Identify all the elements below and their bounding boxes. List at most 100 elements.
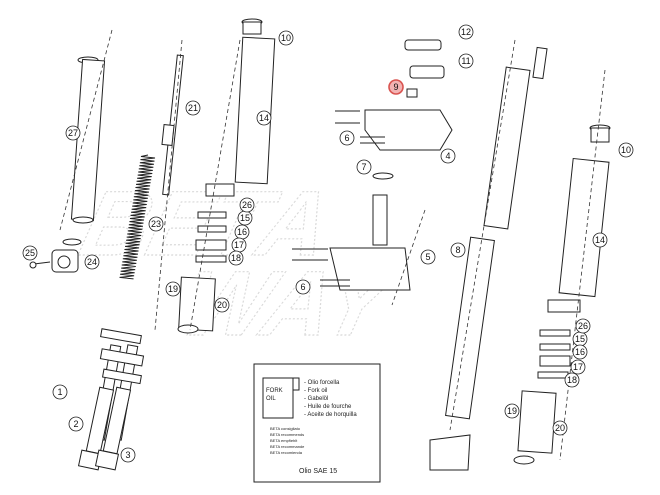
callout-label: 19 <box>507 406 517 416</box>
callout-circle <box>148 216 164 232</box>
callout-circle <box>575 318 591 334</box>
callout-label: 4 <box>445 151 450 161</box>
top-clamp-group <box>335 39 453 151</box>
callout-circle <box>278 30 294 46</box>
bracket-lines <box>59 29 606 461</box>
callout-26[interactable]: 26 <box>575 318 591 334</box>
callout-19[interactable]: 19 <box>504 403 520 419</box>
callout-24[interactable]: 24 <box>84 254 100 270</box>
oil-small-2: BETA recommends <box>270 432 304 437</box>
callout-11[interactable]: 11 <box>458 53 474 69</box>
callout-label: 20 <box>555 423 565 433</box>
callout-12[interactable]: 12 <box>458 24 474 40</box>
callout-21[interactable]: 21 <box>185 100 201 116</box>
callout-label: 7 <box>361 162 366 172</box>
oil-small-1: BETA consigliato <box>270 426 301 431</box>
callout-23[interactable]: 23 <box>148 216 164 232</box>
callout-17[interactable]: 17 <box>231 237 247 253</box>
fork-oil-info-box: FORK OIL - Olio forcella - Fork oil - Ga… <box>253 363 381 483</box>
callout-26[interactable]: 26 <box>239 197 255 213</box>
oil-type: Olio SAE 15 <box>299 468 337 475</box>
callout-circle <box>214 297 230 313</box>
callout-label: 27 <box>68 128 78 138</box>
fork-leg-assembly <box>77 328 145 471</box>
callout-15[interactable]: 15 <box>572 331 588 347</box>
callout-18[interactable]: 18 <box>564 372 580 388</box>
callout-label: 17 <box>573 362 583 372</box>
callout-label: 11 <box>461 56 470 66</box>
callout-circle <box>185 100 201 116</box>
callout-circle <box>65 125 81 141</box>
callout-circle <box>388 79 404 95</box>
callout-circle <box>420 249 436 265</box>
callout-label: 15 <box>240 213 250 223</box>
callout-7[interactable]: 7 <box>356 159 372 175</box>
callout-5[interactable]: 5 <box>420 249 436 265</box>
callout-16[interactable]: 16 <box>572 344 588 360</box>
callout-20[interactable]: 20 <box>552 420 568 436</box>
callout-15[interactable]: 15 <box>237 210 253 226</box>
callout-25[interactable]: 25 <box>22 245 38 261</box>
callout-3[interactable]: 3 <box>120 447 136 463</box>
outer-tube-8 <box>429 46 548 471</box>
oil-lang-1: - Olio forcella <box>304 380 340 386</box>
callout-20[interactable]: 20 <box>214 297 230 313</box>
callout-16[interactable]: 16 <box>234 224 250 240</box>
callout-label: 10 <box>621 145 631 155</box>
callout-1[interactable]: 1 <box>52 384 68 400</box>
callout-circle <box>165 281 181 297</box>
callout-label: 14 <box>259 113 269 123</box>
callout-circle <box>120 447 136 463</box>
callout-10[interactable]: 10 <box>618 142 634 158</box>
callout-label: 20 <box>217 300 227 310</box>
steering-stem <box>292 172 411 291</box>
callout-label: 18 <box>231 253 241 263</box>
oil-small-5: BETA recomienda <box>270 450 303 455</box>
callout-19[interactable]: 19 <box>165 281 181 297</box>
callout-label: 8 <box>455 245 460 255</box>
callout-label: 26 <box>578 321 588 331</box>
callout-circle <box>239 197 255 213</box>
oil-lang-3: - Gabelöl <box>304 396 328 402</box>
callout-circle <box>572 344 588 360</box>
callout-circle <box>458 24 474 40</box>
callout-8[interactable]: 8 <box>450 242 466 258</box>
callout-17[interactable]: 17 <box>570 359 586 375</box>
callout-6[interactable]: 6 <box>295 279 311 295</box>
callout-label: 6 <box>344 133 349 143</box>
bottle-label-1: FORK <box>266 388 283 394</box>
damper-rod-21 <box>161 54 184 196</box>
callout-14[interactable]: 14 <box>256 110 272 126</box>
callout-circle <box>256 110 272 126</box>
callout-6[interactable]: 6 <box>339 130 355 146</box>
callout-circle <box>339 130 355 146</box>
callout-circle <box>228 250 244 266</box>
callout-label: 21 <box>188 103 198 113</box>
callout-4[interactable]: 4 <box>440 148 456 164</box>
inner-tube-14-right <box>513 124 611 465</box>
oil-lang-2: - Fork oil <box>304 388 327 394</box>
callout-27[interactable]: 27 <box>65 125 81 141</box>
callout-circle <box>450 242 466 258</box>
callout-label: 14 <box>595 235 605 245</box>
callout-10[interactable]: 10 <box>278 30 294 46</box>
callout-label: 26 <box>242 200 252 210</box>
callout-label: 25 <box>25 248 35 258</box>
oil-lang-4: - Huile de fourche <box>304 404 352 410</box>
callout-circle <box>592 232 608 248</box>
callout-label: 23 <box>151 219 161 229</box>
callout-9[interactable]: 9 <box>388 79 404 95</box>
callout-circle <box>68 416 84 432</box>
callout-2[interactable]: 2 <box>68 416 84 432</box>
callout-circle <box>84 254 100 270</box>
callout-label: 17 <box>234 240 244 250</box>
inner-tube-14 <box>177 18 276 334</box>
callout-18[interactable]: 18 <box>228 250 244 266</box>
callout-14[interactable]: 14 <box>592 232 608 248</box>
callout-circle <box>552 420 568 436</box>
callout-label: 24 <box>87 257 97 267</box>
bottle-label-2: OIL <box>266 396 276 402</box>
callout-circle <box>356 159 372 175</box>
callout-circle <box>52 384 68 400</box>
callout-label: 6 <box>300 282 305 292</box>
